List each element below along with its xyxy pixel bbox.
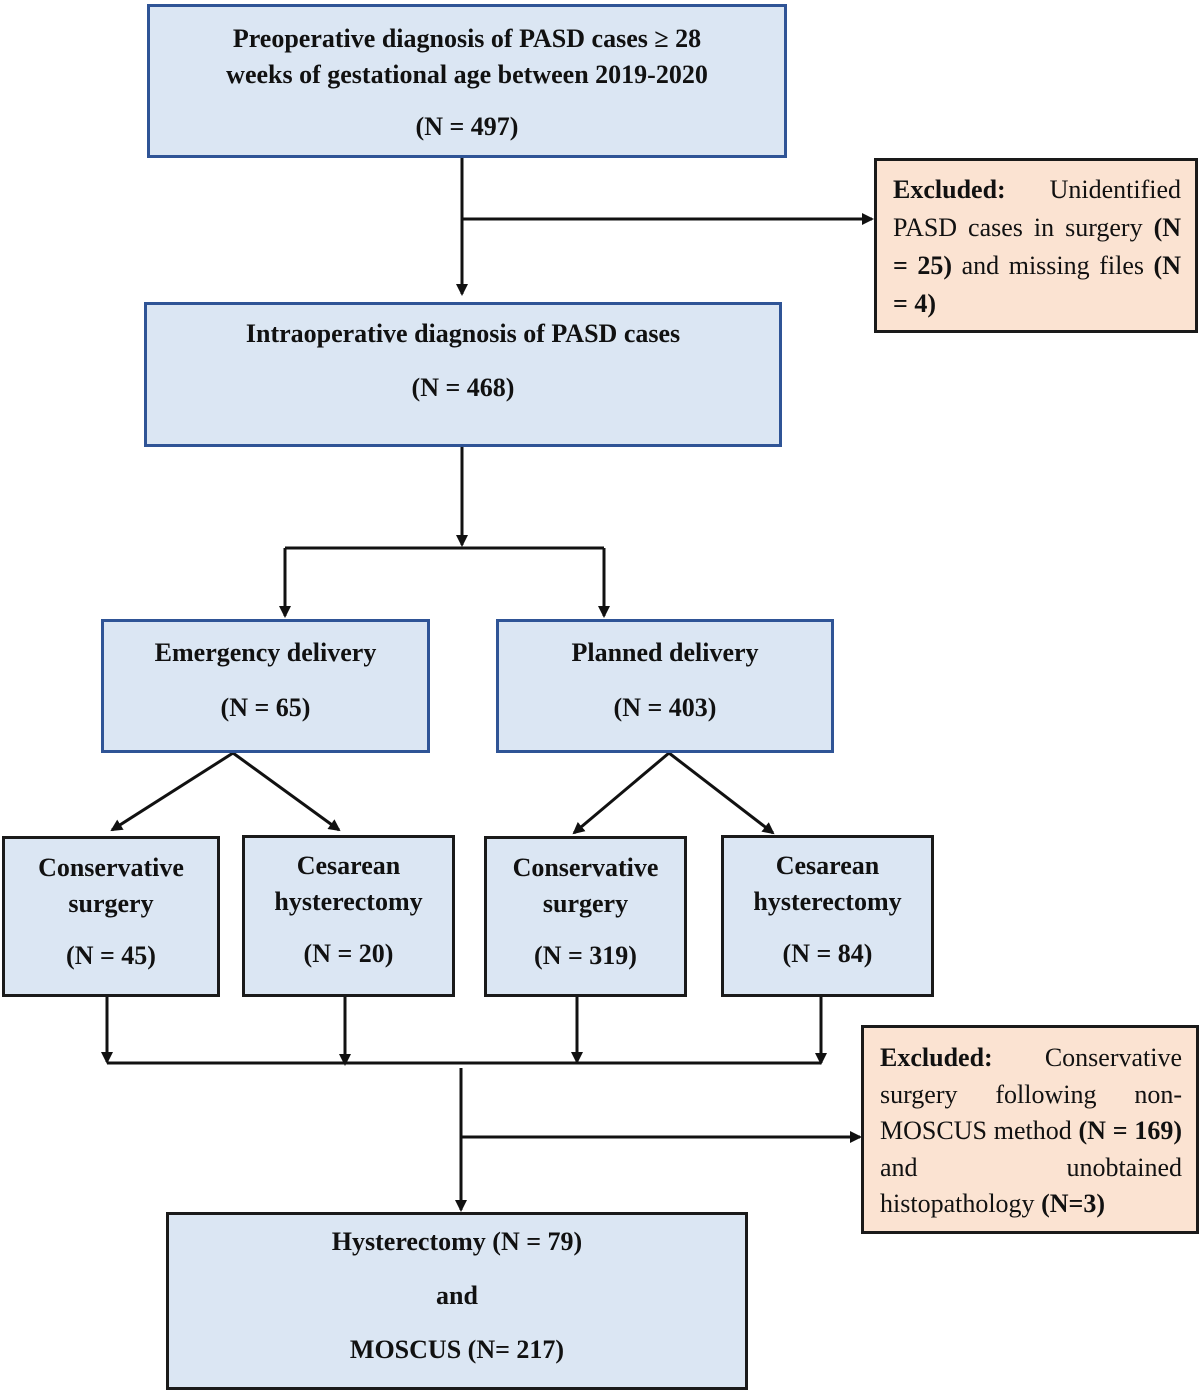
final-line2: and [436,1281,478,1310]
planned-hysterectomy-box: Cesarean hysterectomy (N = 84) [721,835,934,997]
planned-conservative-line1: Conservative [512,853,659,882]
exclusion-second-n2: (N=3) [1041,1189,1105,1218]
emergency-hysterectomy-line2: hysterectomy [274,887,423,916]
emergency-hysterectomy-count: (N = 20) [303,939,394,968]
exclusion-second-n1: (N = 169) [1078,1116,1183,1145]
planned-conservative-box: Conservative surgery (N = 319) [484,836,687,997]
final-line1: Hysterectomy (N = 79) [331,1227,583,1256]
emergency-conservative-count: (N = 45) [66,941,156,970]
planned-box: Planned delivery (N = 403) [496,619,834,753]
exclusion-box-first: Excluded: Unidentified PASD cases in sur… [874,158,1198,333]
arrow-planned-to-conservative [572,751,670,835]
emergency-count: (N = 65) [220,693,311,722]
preop-box: Preoperative diagnosis of PASD cases ≥ 2… [147,4,787,158]
emergency-hysterectomy-box: Cesarean hysterectomy (N = 20) [242,835,455,997]
preop-line1: Preoperative diagnosis of PASD cases ≥ 2… [232,24,702,53]
emergency-conservative-line2: surgery [68,889,154,918]
exclusion-second-text1: Conservative surgery following non-MOSCU… [880,1043,1182,1145]
final-box: Hysterectomy (N = 79) and MOSCUS (N= 217… [166,1212,748,1390]
intraop-line1: Intraoperative diagnosis of PASD cases [245,319,681,348]
intraop-box: Intraoperative diagnosis of PASD cases (… [144,302,782,447]
exclusion-second-text2: and unobtained histopathology [880,1152,1182,1219]
planned-label: Planned delivery [571,638,759,667]
arrow-emergency-to-conservative [110,751,234,832]
arrow-emergency-to-hysterectomy [232,751,341,832]
final-line3: MOSCUS (N= 217) [349,1335,565,1364]
planned-hysterectomy-count: (N = 84) [782,939,873,968]
emergency-box: Emergency delivery (N = 65) [101,619,430,753]
emergency-hysterectomy-line1: Cesarean [296,851,401,880]
emergency-conservative-line1: Conservative [38,853,184,882]
exclusion-first-label: Excluded: [893,175,1006,204]
planned-conservative-count: (N = 319) [534,941,637,970]
exclusion-first-text2: and missing files [952,251,1154,280]
exclusion-box-second: Excluded: Conservative surgery following… [861,1025,1199,1234]
preop-count: (N = 497) [415,112,519,141]
preop-line2: weeks of gestational age between 2019-20… [226,60,708,89]
planned-hysterectomy-line1: Cesarean [775,851,880,880]
exclusion-second-label: Excluded: [880,1043,993,1072]
emergency-label: Emergency delivery [154,638,377,667]
planned-count: (N = 403) [613,693,717,722]
emergency-conservative-box: Conservative surgery (N = 45) [2,836,220,997]
arrow-planned-to-hysterectomy [668,751,775,835]
planned-hysterectomy-line2: hysterectomy [753,887,902,916]
exclusion-first-n1: (N = 25) [893,213,1181,280]
intraop-count: (N = 468) [411,373,515,402]
exclusion-first-text1: Unidentified PASD cases in surgery [893,175,1181,242]
planned-conservative-line2: surgery [542,889,629,918]
exclusion-first-n2: (N = 4) [893,251,1181,318]
